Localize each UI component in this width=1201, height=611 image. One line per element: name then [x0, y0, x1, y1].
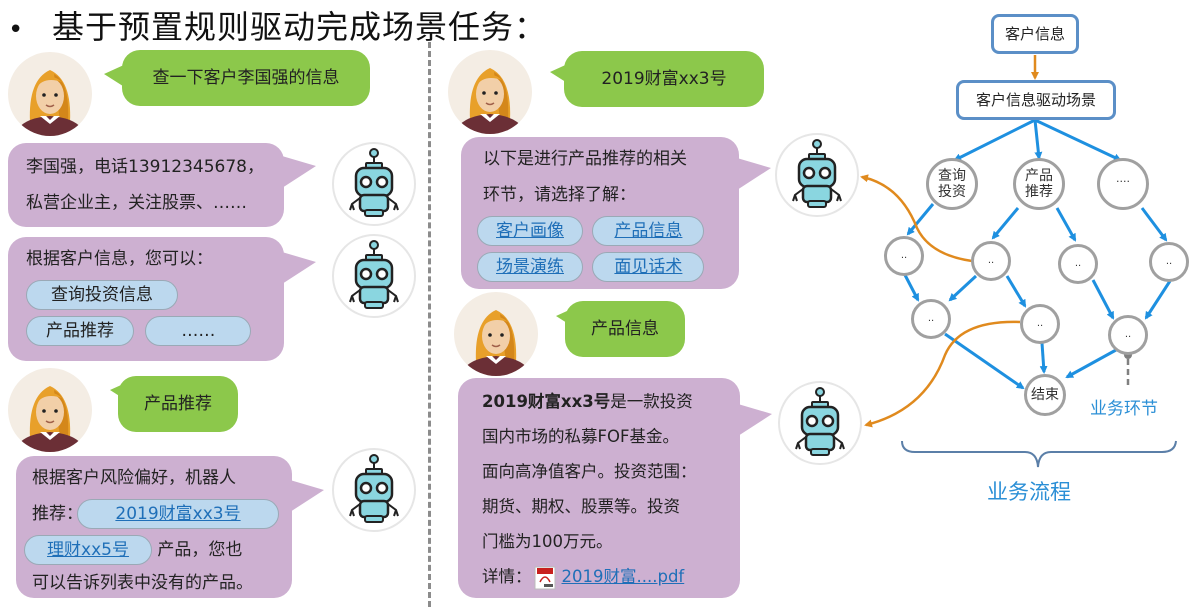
- bot-message-line: 期货、期权、股票等。投资: [482, 497, 680, 516]
- panel-divider: [428, 42, 431, 607]
- robot-icon: [349, 148, 399, 217]
- title-bullet: •: [8, 15, 25, 45]
- user-message-bubble: 2019财富xx3号: [564, 51, 764, 107]
- node-more: ....: [1097, 158, 1149, 210]
- flow-step-node: ..: [911, 299, 951, 339]
- user-message-text: 查一下客户李国强的信息: [152, 68, 340, 88]
- pdf-file-icon: [534, 566, 555, 589]
- option-chip-scenario-drill[interactable]: 场景演练: [477, 252, 583, 282]
- user-message-bubble: 产品推荐: [118, 376, 238, 432]
- option-chip-product-recommend[interactable]: 产品推荐: [26, 316, 134, 346]
- option-chip-customer-profile[interactable]: 客户画像: [477, 216, 583, 246]
- option-chip-query-investment[interactable]: 查询投资信息: [26, 280, 178, 310]
- flow-step-node: ..: [884, 236, 924, 276]
- bubble-tail: [738, 404, 772, 436]
- robot-avatar: [778, 381, 862, 465]
- robot-icon: [795, 387, 845, 456]
- bot-message-bubble: 2019财富xx3号是一款投资 国内市场的私募FOF基金。 面向高净值客户。投资…: [458, 378, 740, 598]
- business-step-label: 业务环节: [1090, 399, 1158, 419]
- user-message-bubble: 产品信息: [565, 301, 685, 357]
- robot-avatar: [775, 133, 859, 217]
- page-title: • 基于预置规则驱动完成场景任务：: [8, 2, 547, 48]
- bot-message-line: 面向高净值客户。投资范围：: [482, 462, 697, 481]
- flow-step-node: ..: [1020, 304, 1060, 344]
- bot-message-line: 根据客户风险偏好，机器人: [32, 468, 236, 488]
- bot-message-line: 以下是进行产品推荐的相关: [483, 149, 687, 169]
- bubble-tail: [290, 480, 324, 512]
- flow-step-node: ..: [1108, 315, 1148, 355]
- option-chip-meeting-script[interactable]: 面见话术: [592, 252, 705, 282]
- user-avatar: [8, 368, 92, 452]
- end-node: 结束: [1024, 374, 1066, 416]
- option-chip-more[interactable]: ……: [145, 316, 252, 346]
- bot-message-line: 国内市场的私募FOF基金。: [482, 427, 679, 446]
- bubble-tail: [104, 64, 126, 88]
- product-link-2019-wealth-xx3[interactable]: 2019财富xx3号: [77, 499, 279, 529]
- woman-avatar-icon: [14, 70, 86, 136]
- node-query-investment: 查询 投资: [926, 158, 978, 210]
- details-label: 详情：: [482, 567, 532, 586]
- bot-message-line: 李国强，电话13912345678，: [26, 157, 264, 177]
- bot-message-line: 可以告诉列表中没有的产品。: [32, 573, 253, 593]
- product-link-wealth-xx5[interactable]: 理财xx5号: [24, 535, 152, 565]
- bot-message-bubble: 以下是进行产品推荐的相关 环节，请选择了解： 客户画像 产品信息 场景演练 面见…: [461, 137, 739, 289]
- robot-icon: [349, 454, 399, 523]
- bot-message-text: 是一款投资: [610, 392, 693, 411]
- box-label: 客户信息驱动场景: [975, 91, 1096, 109]
- user-message-bubble: 查一下客户李国强的信息: [122, 50, 370, 106]
- robot-icon: [792, 139, 842, 208]
- flow-step-node: ..: [1149, 242, 1189, 282]
- bot-message-line: 门槛为100万元。: [482, 532, 613, 551]
- box-label: 客户信息: [1004, 25, 1065, 43]
- node-product-recommend: 产品 推荐: [1013, 158, 1065, 210]
- bot-message-bubble: 李国强，电话13912345678， 私营企业主，关注股票、……: [8, 143, 284, 227]
- product-name-bold: 2019财富xx3号: [482, 392, 611, 411]
- bubble-tail: [282, 252, 316, 284]
- flow-step-node: ..: [1058, 244, 1098, 284]
- customer-info-box: 客户信息: [991, 14, 1079, 54]
- scene-driver-box: 客户信息驱动场景: [956, 80, 1116, 120]
- bot-message-text: 产品，您也: [157, 540, 243, 560]
- user-message-text: 2019财富xx3号: [601, 69, 727, 89]
- business-flow-label: 业务流程: [987, 480, 1071, 504]
- woman-avatar-icon: [454, 68, 526, 134]
- user-message-text: 产品推荐: [144, 394, 212, 414]
- user-avatar: [448, 50, 532, 134]
- title-text: 基于预置规则驱动完成场景任务：: [52, 8, 548, 46]
- bot-message-line: 环节，请选择了解：: [483, 185, 636, 205]
- woman-avatar-icon: [14, 386, 86, 452]
- bubble-tail: [737, 158, 771, 190]
- bot-message-bubble: 根据客户信息，您可以： 查询投资信息 产品推荐 ……: [8, 237, 284, 361]
- robot-avatar: [332, 448, 416, 532]
- robot-avatar: [332, 142, 416, 226]
- flow-step-node: ..: [971, 241, 1011, 281]
- bot-message-bubble: 根据客户风险偏好，机器人 推荐：2019财富xx3号 理财xx5号 产品，您也 …: [16, 456, 292, 598]
- pdf-download-link[interactable]: 2019财富....pdf: [561, 567, 685, 586]
- robot-icon: [349, 240, 399, 309]
- user-avatar: [8, 52, 92, 136]
- woman-avatar-icon: [460, 310, 532, 376]
- user-message-text: 产品信息: [591, 319, 659, 339]
- bot-message-line: 根据客户信息，您可以：: [26, 249, 213, 269]
- bubble-tail: [282, 156, 316, 188]
- user-avatar: [454, 292, 538, 376]
- robot-avatar: [332, 234, 416, 318]
- bot-message-line: 私营企业主，关注股票、……: [26, 193, 247, 213]
- option-chip-product-info[interactable]: 产品信息: [592, 216, 705, 246]
- bot-message-text: 推荐：: [32, 504, 83, 524]
